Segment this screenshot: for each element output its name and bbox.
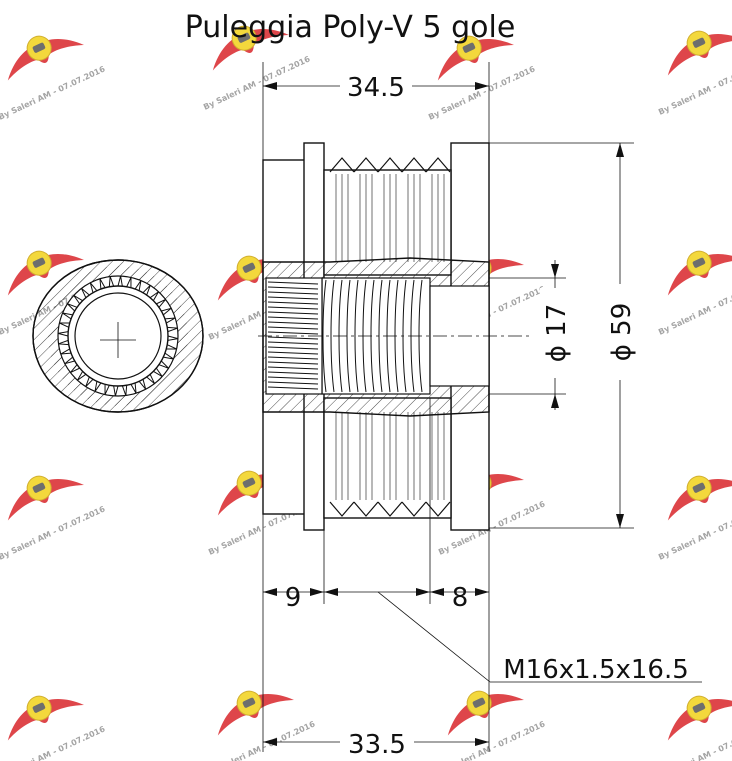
drawing-title: Puleggia Poly-V 5 gole [185,10,516,45]
dim-overall-length: 34.5 [347,73,405,103]
dim-bore-diameter: ϕ 17 [542,304,572,363]
svg-text:By Saleri AM - 07.07.2016: By Saleri AM - 07.07.2016 [0,504,107,562]
dim-thread-spec: M16x1.5x16.5 [503,655,689,685]
watermark-stamp: By Saleri AM - 07.07.2016 [655,14,732,117]
dim-right-segment: 8 [452,583,469,613]
pulley-side-view [258,142,530,531]
svg-text:By Saleri AM - 07.07.2016: By Saleri AM - 07.07.2016 [657,504,732,562]
dim-outer-diameter: ϕ 59 [607,303,637,362]
watermark-stamp: By Saleri AM - 07.07.2016 [0,459,107,562]
watermark-stamp: By Saleri AM - 07.07.2016 [655,234,732,337]
svg-text:By Saleri AM - 07.07.2016: By Saleri AM - 07.07.2016 [657,279,732,337]
watermark-stamp: By Saleri AM - 07.07.2016 [0,19,107,122]
dimension-lines [262,62,702,752]
svg-text:By Saleri AM - 07.07.2016: By Saleri AM - 07.07.2016 [657,724,732,761]
svg-text:By Saleri AM - 07.07.2016: By Saleri AM - 07.07.2016 [657,59,732,117]
watermark-stamp: By Saleri AM - 07.07.2016 [655,459,732,562]
watermark-stamp: By Saleri AM - 07.07.2016 [655,679,732,761]
watermark-stamp: By Saleri AM - 07.07.2016 [435,674,547,761]
pulley-end-view [32,259,204,413]
watermark-stamp: By Saleri AM - 07.07.2016 [205,674,317,761]
svg-text:By Saleri AM - 07.07.2016: By Saleri AM - 07.07.2016 [0,64,107,122]
dim-left-segment: 9 [285,583,302,613]
watermark-stamp: By Saleri AM - 07.07.2016 [0,679,107,761]
dim-inner-length: 33.5 [348,730,406,760]
